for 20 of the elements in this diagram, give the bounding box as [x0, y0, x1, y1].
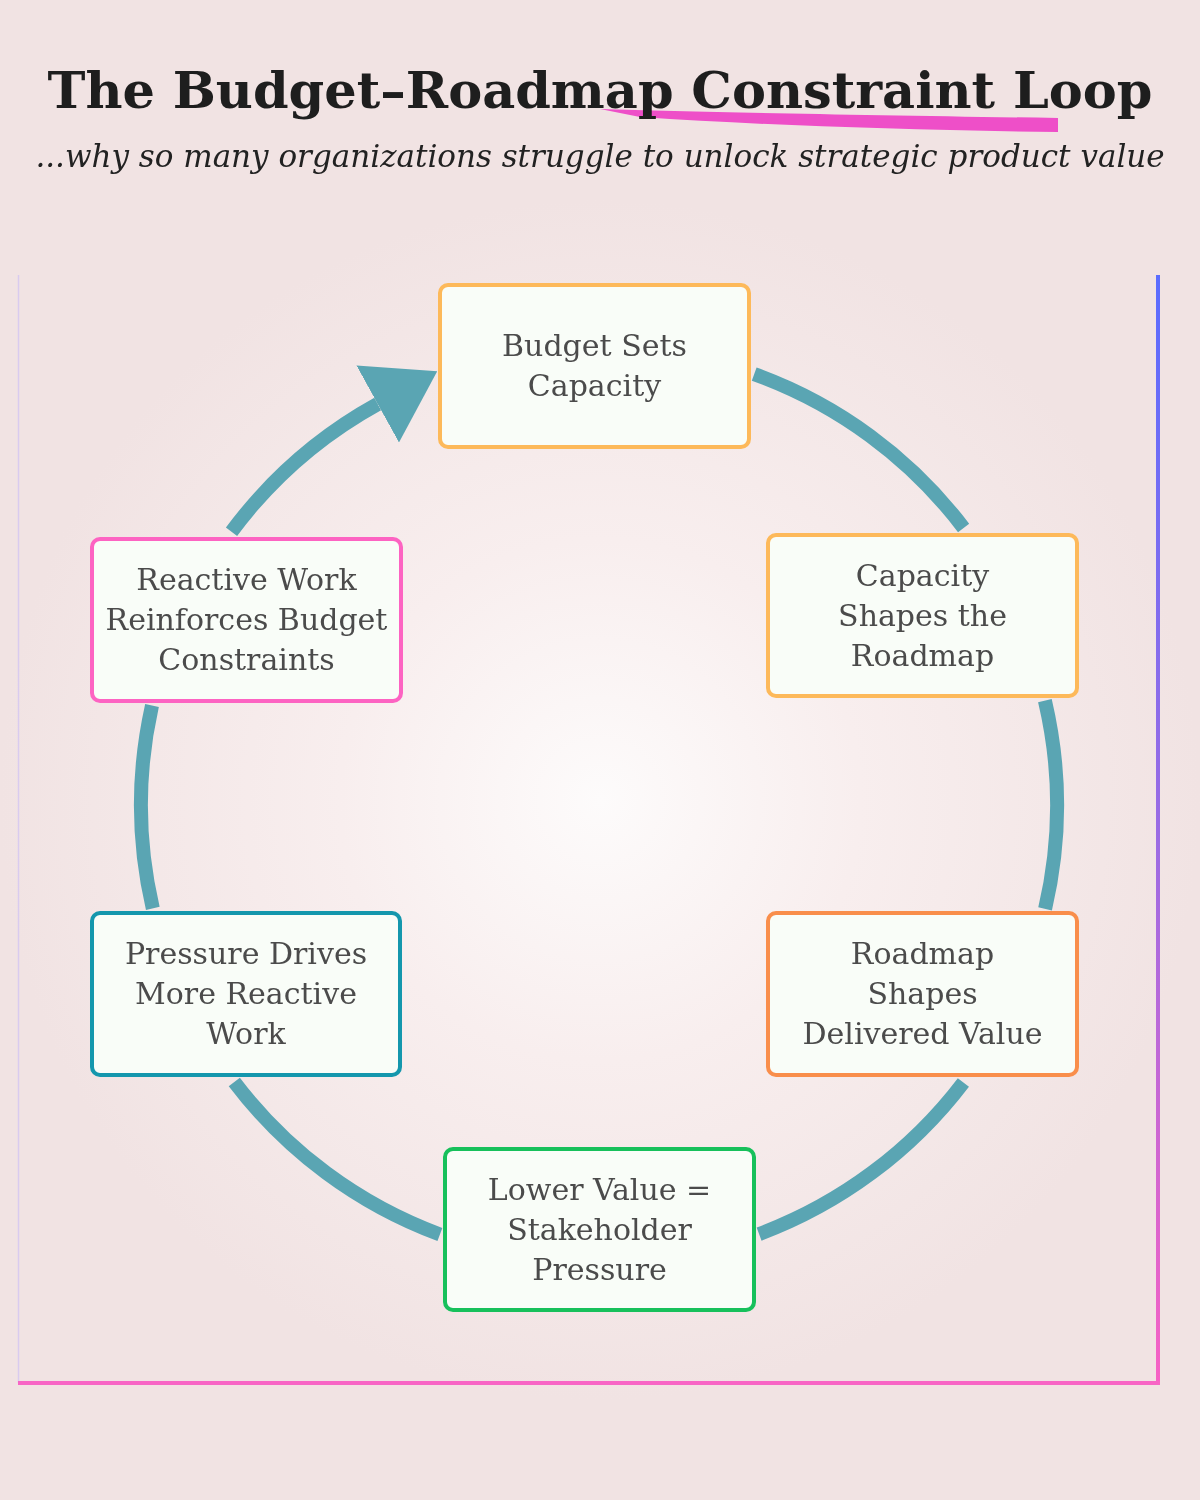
step-box	[438, 283, 751, 449]
step-box	[90, 537, 403, 703]
loop-arrow	[226, 366, 436, 537]
step-label: Budget Sets Capacity	[501, 327, 688, 405]
step-box	[443, 1147, 756, 1312]
step-label: Roadmap Shapes Delivered Value	[801, 935, 1044, 1053]
step-label: Pressure Drives More Reactive Work	[123, 935, 369, 1053]
subtitle: ...why so many organizations struggle to unlock strategic product value	[34, 137, 1166, 175]
step-box	[90, 911, 402, 1077]
step-box	[766, 911, 1079, 1077]
step-label: Reactive Work Reinforces Budget Constraints	[104, 561, 389, 679]
title: The Budget–Roadmap Constraint Loop	[46, 60, 1154, 120]
step-box	[766, 533, 1079, 698]
loop-connector	[1038, 699, 1064, 911]
loop-connector	[134, 704, 160, 910]
loop-connector	[756, 1077, 969, 1241]
step-label: Capacity Shapes the Roadmap	[837, 556, 1008, 675]
loop-connector	[228, 1077, 443, 1241]
step-label: Lower Value = Stakeholder Pressure	[486, 1170, 713, 1289]
loop-connector	[751, 367, 969, 533]
